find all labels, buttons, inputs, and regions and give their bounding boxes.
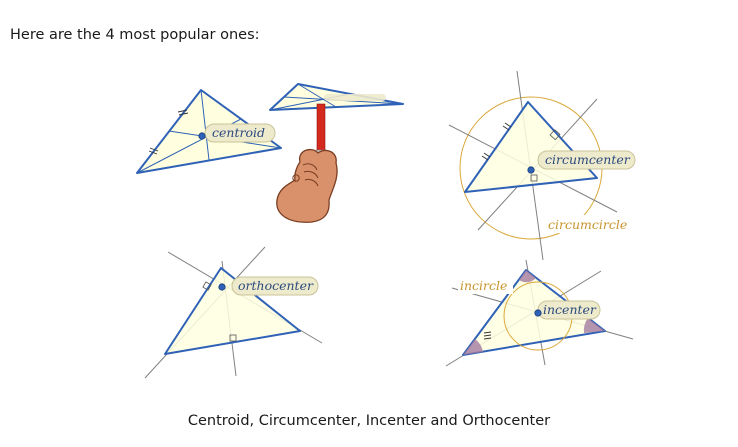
orthocenter-point: [218, 283, 226, 291]
intro-text: Here are the 4 most popular ones:: [10, 27, 260, 43]
incenter-point: [534, 309, 542, 317]
circumcircle-label: circumcircle: [548, 217, 627, 232]
pencil-icon: [316, 103, 326, 153]
incircle-label-bg: [458, 278, 513, 294]
hand-icon: [276, 148, 338, 223]
incenter-diagram: incenter incircle: [445, 259, 634, 367]
orthocenter-label: orthocenter: [238, 278, 314, 293]
hand-finger-lines: [302, 163, 319, 187]
right-angle-mark: [229, 334, 237, 342]
right-angle-mark: [549, 129, 561, 141]
incenter-label: incenter: [543, 302, 597, 317]
orthocenter-label-pill: [231, 276, 319, 296]
angle-mark: [463, 339, 483, 355]
equal-tick-mark: [177, 109, 188, 113]
equal-tick-mark: [504, 122, 512, 128]
equal-tick-mark: [178, 112, 189, 116]
balanced-triangle-illustration: [269, 83, 404, 223]
equal-tick-mark: [483, 337, 492, 340]
centroid-point: [198, 132, 206, 140]
equal-tick-mark: [483, 152, 491, 158]
figure-caption: Centroid, Circumcenter, Incenter and Ort…: [187, 413, 551, 429]
centroid-diagram: centroid: [136, 89, 282, 174]
right-angle-mark: [202, 281, 212, 291]
circumcenter-point: [527, 166, 535, 174]
balanced-median: [297, 83, 337, 108]
centroid-median: [200, 89, 210, 161]
orthocenter-diagram: orthocenter: [144, 246, 323, 379]
angle-mark: [583, 318, 605, 333]
balanced-label-pill: [324, 94, 386, 101]
equal-tick-mark: [481, 155, 489, 161]
right-angle-mark: [530, 174, 538, 182]
equal-tick-mark: [483, 334, 492, 337]
angle-mark: [519, 270, 536, 283]
circumcenter-diagram: circumcenter circumcircle: [448, 70, 636, 261]
centroid-label-pill: [204, 123, 276, 143]
circumcircle-label-bg: [545, 215, 631, 233]
equal-tick-mark: [149, 147, 159, 152]
circumcenter-label-pill: [537, 150, 636, 170]
incircle-label: incircle: [460, 278, 507, 293]
hand-thumb-detail: [292, 174, 300, 182]
equal-tick-mark: [502, 125, 510, 131]
equal-tick-mark: [148, 150, 158, 155]
orthocenter-triangle: [164, 267, 301, 355]
circumcenter-label: circumcenter: [545, 152, 631, 167]
centroid-label: centroid: [212, 125, 265, 140]
equal-tick-mark: [483, 331, 492, 334]
